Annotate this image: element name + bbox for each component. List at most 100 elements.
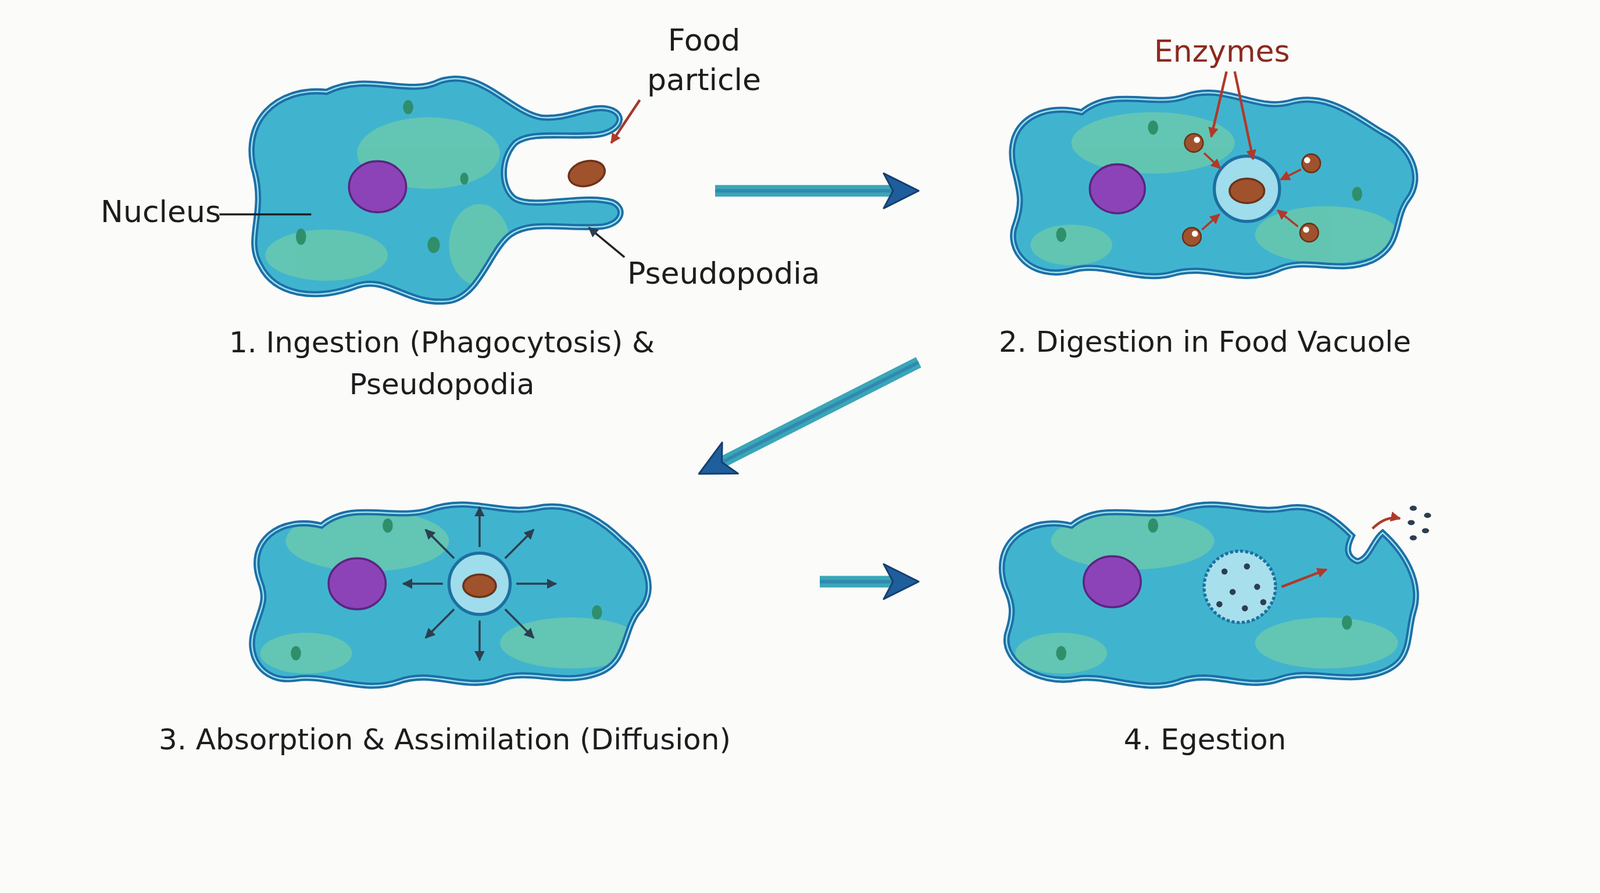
arrow-shaft (715, 184, 894, 197)
leader-line (219, 213, 312, 216)
diffusion-arrow (402, 582, 443, 585)
egestion-arrow (1372, 518, 1400, 530)
enzyme-site (1304, 156, 1311, 164)
nucleus (1089, 164, 1145, 214)
organelle (1352, 186, 1363, 202)
stage-panel: 1. Ingestion (Phagocytosis) & Pseudopodi… (168, 61, 716, 410)
arrow-head (883, 563, 919, 599)
expelled-waste (1407, 505, 1431, 541)
waste-particle (1422, 527, 1430, 534)
waste-particle (1216, 601, 1223, 608)
waste-particle (1409, 505, 1417, 512)
nucleus (1083, 556, 1141, 608)
waste-particle (1229, 588, 1237, 596)
nucleus (328, 558, 386, 610)
organelle (382, 518, 394, 534)
part-label: Pseudopodia (627, 253, 872, 294)
stage-caption: 4. Egestion (918, 718, 1492, 761)
stage-arrow (819, 563, 919, 599)
organelle (1147, 518, 1159, 534)
enzyme-arrow (1277, 210, 1298, 227)
arrow-shaft (819, 575, 894, 588)
stage-panel: 3. Absorption & Assimilation (Diffusion) (69, 473, 820, 766)
cytoplasm-patch (265, 229, 388, 281)
enzyme-site (1191, 230, 1199, 238)
organelle (295, 228, 307, 245)
amoeba-egestion (1001, 504, 1431, 687)
leader-arrow (611, 100, 640, 144)
cytoplasm-patches (265, 117, 510, 287)
diffusion-arrow (425, 529, 455, 559)
arrow-shaft-shade (722, 362, 920, 463)
waste-particle (1260, 598, 1267, 606)
leader-arrow (1211, 71, 1227, 137)
cytoplasm-patch (260, 632, 353, 674)
amoeba-digestion (1012, 92, 1416, 277)
amoeba-outline (251, 504, 649, 687)
stage-arrow (698, 362, 919, 474)
enzyme (1302, 154, 1321, 173)
diffusion-arrow (505, 529, 534, 559)
food-vacuole (1214, 156, 1280, 222)
amoeba-outline-inner (251, 78, 621, 302)
arrow-head (698, 442, 738, 474)
arrow-head (883, 173, 919, 209)
organelle (290, 645, 302, 661)
stage-panel: 4. Egestion (918, 473, 1492, 766)
enzyme-arrow (1280, 169, 1302, 180)
cytoplasm-patch (1030, 224, 1113, 266)
cytoplasm-patch (1071, 112, 1235, 174)
waste-particle (1241, 605, 1249, 612)
stage-caption: 1. Ingestion (Phagocytosis) & Pseudopodi… (228, 321, 656, 406)
leader-arrow (1234, 71, 1254, 160)
amoeba-body (251, 504, 649, 687)
cytoplasm-patches (1030, 112, 1399, 266)
stage-arrow (715, 173, 919, 209)
arrow-shaft-shade (715, 188, 894, 193)
part-label: Nucleus (69, 191, 221, 232)
part-label: Food particle (628, 20, 780, 100)
enzyme-site (1302, 226, 1310, 234)
organelle (427, 236, 440, 253)
cytoplasm-patches (1015, 512, 1398, 674)
diffusion-arrow (478, 620, 481, 660)
part-label: Enzymes (1154, 31, 1329, 71)
food-particle (1229, 178, 1265, 203)
enzyme-site (1193, 136, 1200, 144)
nucleus (348, 161, 406, 213)
waste-particle (1409, 535, 1417, 541)
amoeba-body (1001, 504, 1416, 687)
stage-caption: 3. Absorption & Assimilation (Diffusion) (69, 718, 820, 761)
stage-panel: 2. Digestion in Food Vacuole (918, 61, 1492, 368)
cytoplasm-patches (260, 510, 644, 674)
organelle (402, 100, 414, 115)
leader-arrow (588, 227, 625, 257)
diffusion-arrows (402, 506, 556, 660)
enzyme-arrow (1202, 214, 1220, 230)
food-particle (565, 156, 608, 191)
organelle (1056, 645, 1067, 661)
organelle (1056, 227, 1067, 242)
enzyme (1300, 223, 1319, 242)
amoeba-body (251, 78, 621, 302)
arrow-shaft-shade (819, 579, 894, 584)
waste-particles (1216, 563, 1267, 612)
diffusion-arrow (478, 506, 481, 547)
waste-particle (1423, 512, 1431, 519)
amoeba-outline-inner (251, 504, 649, 687)
cytoplasm-patch (1255, 617, 1399, 669)
organelle (460, 172, 469, 185)
food-vacuole (448, 552, 510, 614)
amoeba-body (1012, 92, 1416, 277)
enzyme (1184, 133, 1204, 153)
food-particle (463, 574, 496, 598)
amoeba-outline (1012, 92, 1416, 277)
enzyme-arrows (1202, 152, 1302, 230)
organelle (1147, 120, 1159, 135)
waste-particle (1407, 519, 1415, 525)
amoeba-outline-inner (1001, 504, 1416, 687)
waste-particle (1221, 568, 1228, 575)
